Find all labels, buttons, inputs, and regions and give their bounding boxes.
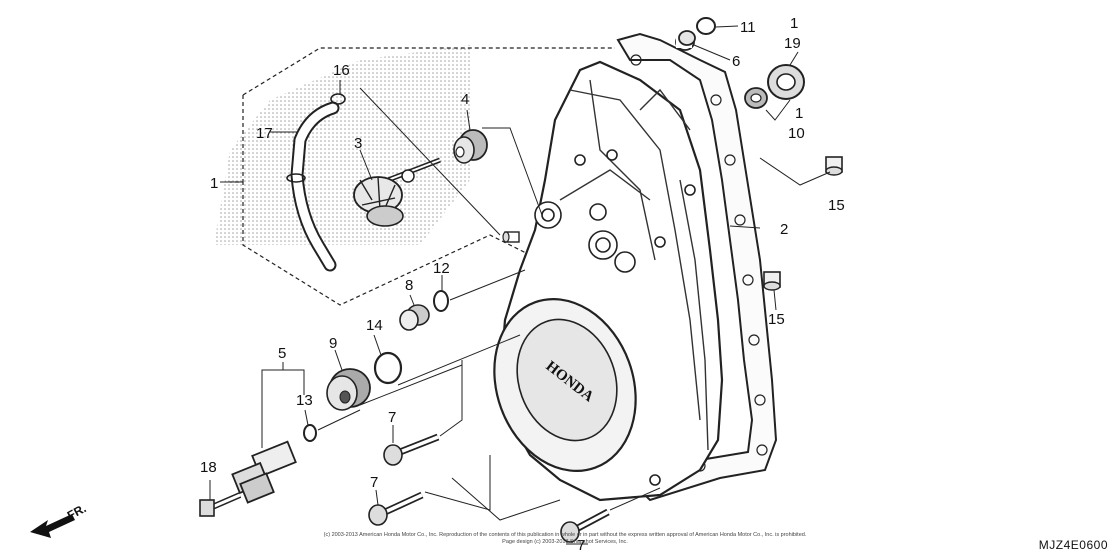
stipple-area [214, 45, 470, 245]
callout-1-right: 1 [795, 105, 803, 122]
front-direction-arrow: FR. [30, 501, 88, 538]
callout-7-middle: 7 [370, 474, 378, 491]
callout-10: 10 [788, 125, 805, 142]
callout-15-lower: 15 [768, 311, 785, 328]
callout-15-upper: 15 [828, 197, 845, 214]
callout-1: 1 [210, 175, 218, 192]
hose-clamps-16 [286, 93, 346, 183]
copyright-line-1: (c) 2003-2013 American Honda Motor Co., … [323, 532, 807, 538]
callout-13: 13 [296, 392, 313, 409]
oil-seal-10 [744, 87, 768, 109]
o-ring-13 [303, 424, 317, 442]
callout-labels: 1 17 16 3 4 8 12 14 9 5 13 18 7 7 7 2 15… [200, 15, 845, 554]
plug-8 [399, 304, 430, 331]
bolt-18 [199, 492, 242, 517]
callout-14: 14 [366, 317, 383, 334]
callout-9: 9 [329, 335, 337, 352]
callout-5: 5 [278, 345, 286, 362]
bolt-7-lower [560, 508, 610, 543]
leader-lines [209, 25, 831, 545]
case-bosses [534, 149, 696, 486]
dowel-6 [675, 30, 696, 51]
callout-7-lower: 7 [577, 537, 585, 554]
cover-gasket [616, 32, 778, 502]
callout-12: 12 [433, 260, 450, 277]
group-outline-dashed [242, 47, 615, 96]
callout-2: 2 [780, 221, 788, 238]
callout-18: 18 [200, 459, 217, 476]
copyright-notice: (c) 2003-2013 American Honda Motor Co., … [315, 532, 815, 546]
pin [502, 231, 520, 243]
sensor-5 [231, 440, 297, 504]
o-ring-11 [696, 17, 716, 35]
alternator-cover: HONDA [493, 297, 637, 473]
callout-3: 3 [354, 135, 362, 152]
bearing-19 [767, 64, 805, 100]
cap-9 [326, 368, 371, 411]
dowel-15-lower [763, 271, 781, 291]
callout-19: 19 [784, 35, 801, 52]
o-ring-14 [373, 351, 403, 385]
plug-4 [453, 129, 488, 164]
case-ribs [559, 79, 709, 451]
o-ring-12 [433, 290, 449, 312]
gasket-bolt-holes [630, 54, 768, 472]
copyright-line-2: Page design (c) 2003-2013 Snapshot Servi… [502, 539, 628, 545]
water-pump-impeller-3 [353, 157, 441, 227]
callout-17: 17 [256, 125, 273, 142]
callout-4: 4 [461, 91, 469, 108]
bolt-7-upper [383, 433, 440, 466]
group-outline-dashed-left [230, 95, 531, 306]
callout-11: 11 [740, 19, 756, 36]
callout-1-top: 1 [790, 15, 798, 32]
dowel-15-upper [825, 156, 843, 176]
callout-16: 16 [333, 62, 350, 79]
callout-8: 8 [405, 277, 413, 294]
callout-6: 6 [732, 53, 740, 70]
diagram-code: MJZ4E0600 [1038, 538, 1108, 552]
callout-7-upper: 7 [388, 409, 396, 426]
